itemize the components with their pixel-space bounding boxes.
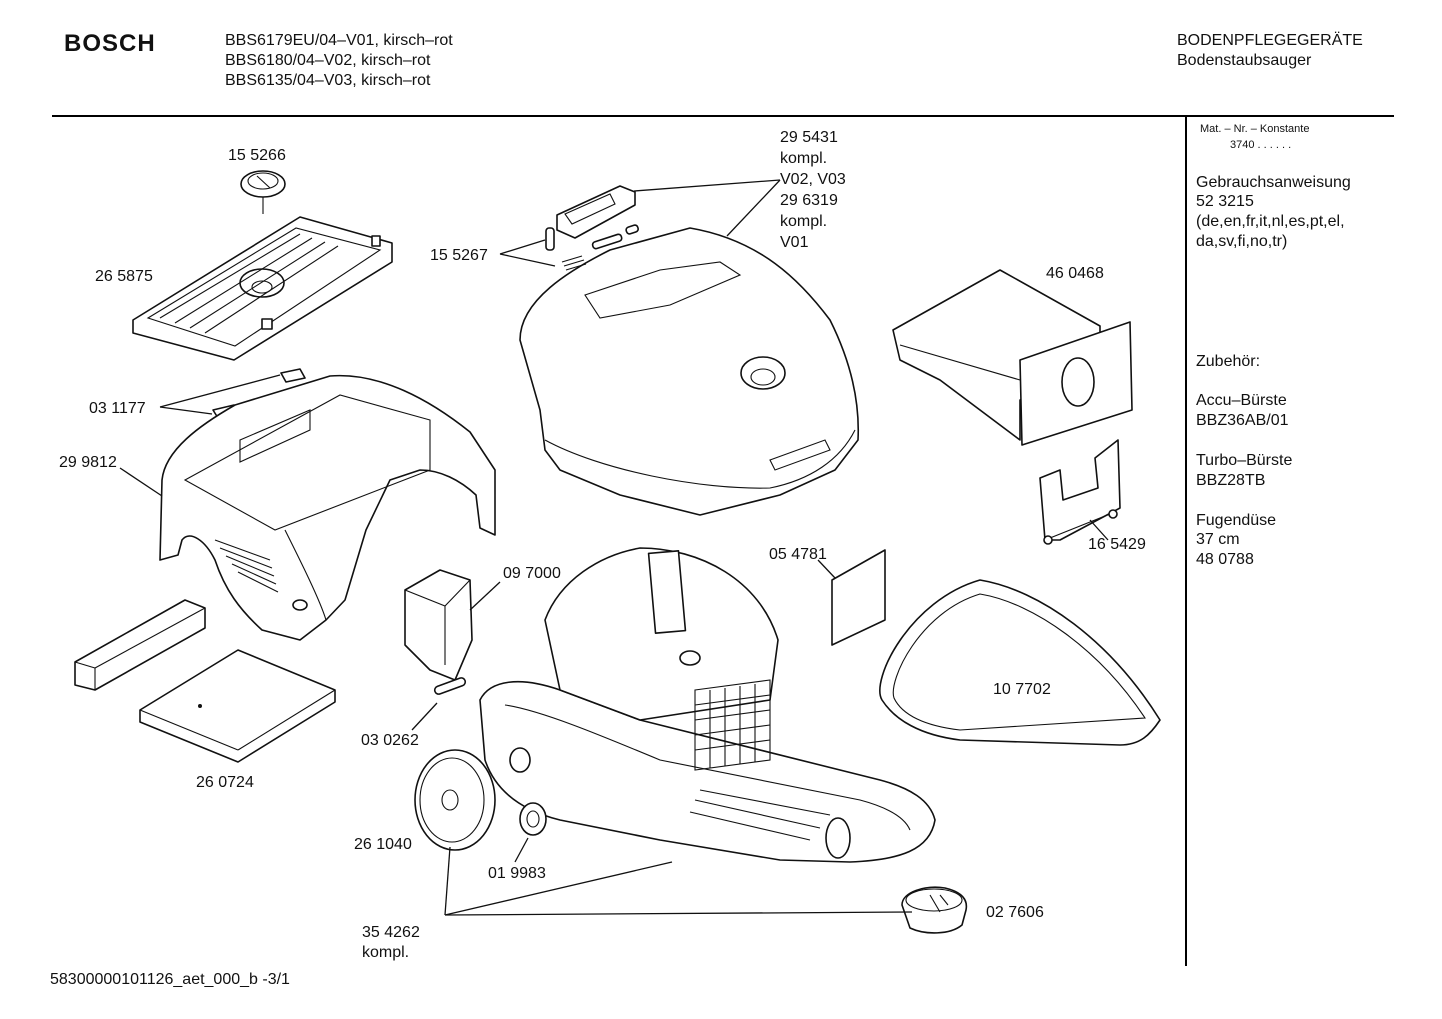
pin-drawing: [433, 677, 467, 695]
model-line-2: BBS6180/04–V02, kirsch–rot: [225, 52, 431, 69]
callout-29-5431-line-6: V01: [780, 234, 809, 251]
lid-button-drawing: [545, 185, 639, 271]
filter-sheet-drawing: [831, 549, 886, 646]
model-line-3: BBS6135/04–V03, kirsch–rot: [225, 72, 431, 89]
wheel-drawing: [414, 749, 496, 851]
dust-bag-drawing: [892, 269, 1133, 446]
sidebar-divider: [1185, 116, 1187, 966]
callout-35-4262: 35 4262: [362, 924, 420, 941]
callout-29-5431-line-1: 29 5431: [780, 129, 838, 146]
callout-46-0468: 46 0468: [1046, 265, 1104, 282]
callout-02-7606: 02 7606: [986, 904, 1044, 921]
callout-29-5431-line-3: V02, V03: [780, 171, 846, 188]
accessories-title: Zubehör:: [1196, 353, 1261, 370]
callout-29-5431-line-5: kompl.: [780, 213, 828, 230]
callout-16-5429: 16 5429: [1088, 536, 1146, 553]
callout-01-9983: 01 9983: [488, 865, 546, 882]
top-lid-drawing: [519, 227, 860, 516]
upper-housing-drawing: [159, 374, 496, 641]
callout-10-7702: 10 7702: [993, 681, 1051, 698]
bag-holder-drawing: [1039, 439, 1121, 545]
subcategory-title: Bodenstaubsauger: [1177, 52, 1312, 69]
accessory-name-1: Accu–Bürste: [1196, 392, 1287, 409]
callout-03-0262: 03 0262: [361, 732, 419, 749]
mat-number-value: 3740 . . . . . .: [1230, 139, 1292, 151]
callout-29-5431-line-2: kompl.: [780, 150, 828, 167]
callout-26-1040: 26 1040: [354, 836, 412, 853]
callout-03-1177: 03 1177: [89, 400, 146, 417]
callout-09-7000: 09 7000: [503, 565, 561, 582]
nozzle-name: Fugendüse: [1196, 512, 1277, 529]
accessory-code-2: BBZ28TB: [1196, 472, 1266, 489]
callout-29-5431-line-4: 29 6319: [780, 192, 838, 209]
hub-drawing: [519, 802, 547, 836]
foam-block-drawing: [74, 599, 206, 691]
manual-title: Gebrauchsanweisung: [1196, 174, 1351, 191]
callout-05-4781: 05 4781: [769, 546, 827, 563]
nozzle-code: 48 0788: [1196, 551, 1254, 568]
exploded-view-drawing: [74, 170, 1161, 934]
mat-number-label: Mat. – Nr. – Konstante: [1200, 123, 1310, 135]
callout-35-4262-sub: kompl.: [362, 944, 410, 961]
manual-number: 52 3215: [1196, 193, 1254, 210]
clip-drawing-1: [280, 368, 306, 383]
callout-29-9812: 29 9812: [59, 454, 117, 471]
header-divider: [52, 115, 1394, 117]
filter-pad-drawing: [139, 649, 336, 763]
leader-lines: [119, 179, 1109, 916]
callout-15-5266: 15 5266: [228, 147, 286, 164]
base-body-drawing: [479, 547, 936, 863]
manual-languages-2: da,sv,fi,no,tr): [1196, 233, 1288, 250]
accessory-name-2: Turbo–Bürste: [1196, 452, 1293, 469]
model-line-1: BBS6179EU/04–V01, kirsch–rot: [225, 32, 453, 49]
brand-logo: BOSCH: [64, 30, 156, 57]
callout-26-0724: 26 0724: [196, 774, 254, 791]
gasket-drawing: [879, 579, 1161, 746]
manual-languages-1: (de,en,fr,it,nl,es,pt,el,: [1196, 213, 1345, 230]
castor-drawing: [901, 886, 968, 934]
nozzle-size: 37 cm: [1196, 531, 1240, 548]
category-title: BODENPFLEGEGERÄTE: [1177, 32, 1363, 49]
knob-part-drawing: [240, 170, 286, 214]
filter-cover-drawing: [132, 216, 393, 361]
callout-26-5875: 26 5875: [95, 268, 153, 285]
document-id: 58300000101126_aet_000_b -3/1: [50, 971, 290, 988]
callout-15-5267: 15 5267: [430, 247, 488, 264]
air-duct-drawing: [404, 569, 473, 681]
accessory-code-1: BBZ36AB/01: [1196, 412, 1289, 429]
